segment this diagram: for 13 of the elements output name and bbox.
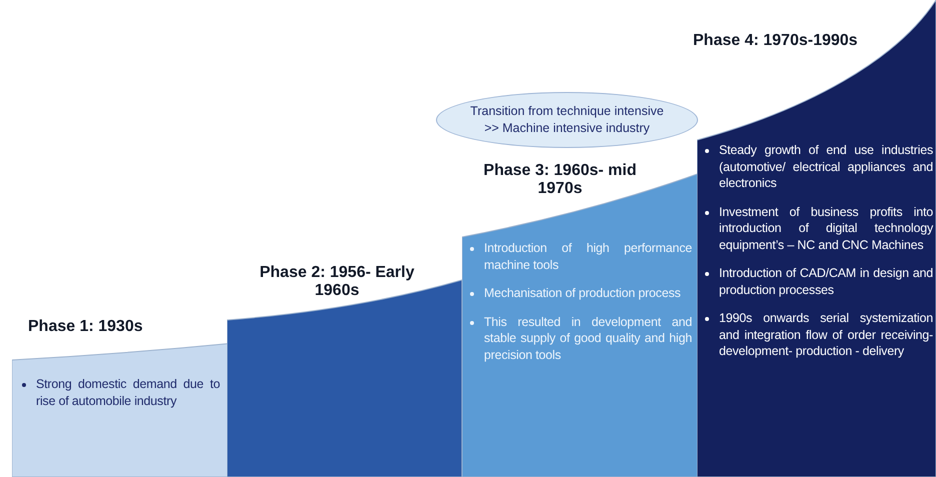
bullet-text: Strong domestic demand due to rise of automobile industry: [36, 376, 220, 409]
bullet-text: Introduction of CAD/CAM in design and production processes: [719, 265, 933, 298]
phase-heading: Phase 2: 1956- Early 1960s: [258, 264, 416, 300]
phase-heading: Phase 4: 1970s-1990s: [693, 32, 859, 50]
bullet-text: 1990s onwards serial systemization and integration flow of order receiving- development- production - delivery: [719, 310, 933, 360]
bullet-text: This resulted in development and stable supply of good quality and high precision tools: [484, 314, 692, 363]
bullet-text: Investment of business profits into introduction of digital technology equipment’s – NC and CNC Machines: [719, 204, 933, 253]
phase-heading: Phase 3: 1960s- mid 1970s: [482, 162, 638, 198]
bullet-text: Steady growth of end use industries (automotive/ electrical appliances and electronics: [719, 142, 933, 192]
bullet-text: Introduction of high performance machine tools: [484, 240, 692, 273]
callout-text: Transition from technique intensive >> Machine intensive industry: [469, 103, 665, 137]
bullet-text: Mechanisation of production process: [484, 285, 682, 302]
phase-heading: Phase 1: 1930s: [28, 318, 144, 336]
